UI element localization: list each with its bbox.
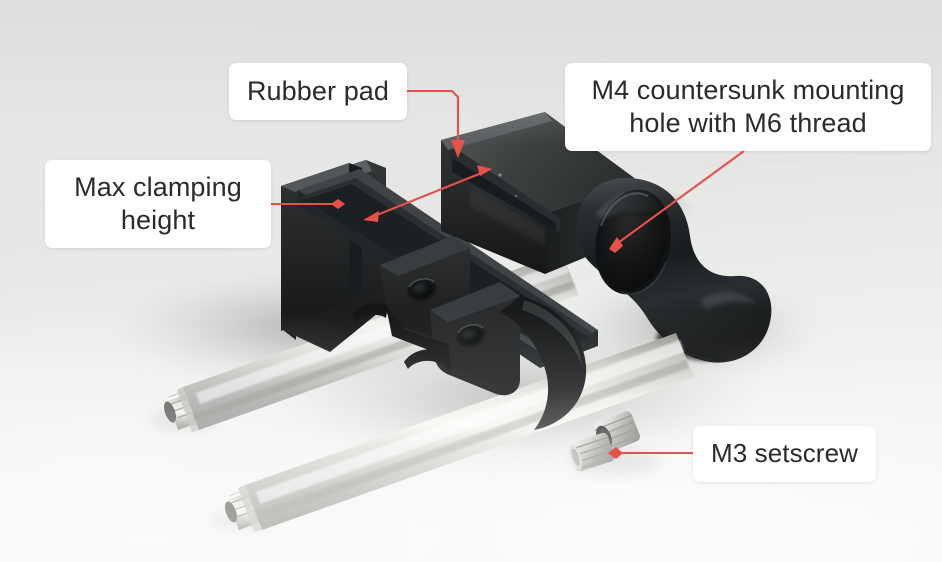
leader-m4-hole [609,150,745,253]
callout-m4-countersunk-hole[interactable]: M4 countersunk mounting hole with M6 thr… [565,63,931,151]
callout-rubber-pad[interactable]: Rubber pad [229,63,407,120]
span-arrow-max-clamping-height [363,165,492,222]
callout-max-clamping-height[interactable]: Max clamping height [45,160,271,248]
leader-rubber-pad [407,89,465,158]
leader-max-clamping-height [271,199,345,209]
leader-m3-setscrew [608,447,693,459]
callout-m3-setscrew[interactable]: M3 setscrew [693,426,876,482]
